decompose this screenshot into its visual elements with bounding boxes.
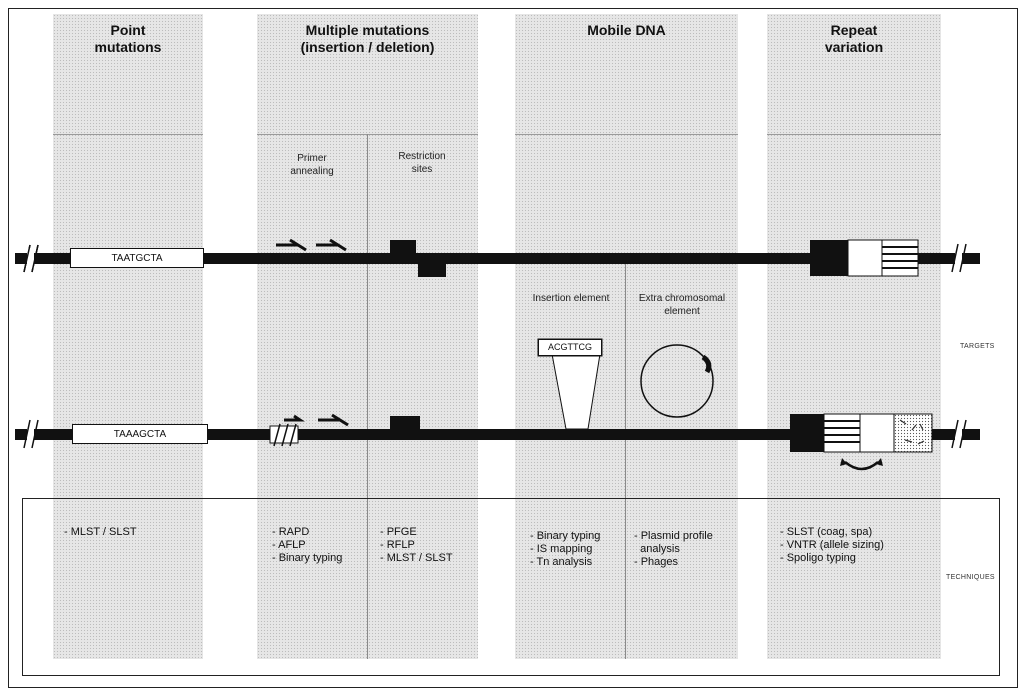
techniques-extrachromosomal: - Plasmid profile analysis - Phages xyxy=(634,530,713,569)
techniques-repeat-variation: - SLST (coag, spa) - VNTR (allele sizing… xyxy=(780,526,884,565)
dna-strand-bottom xyxy=(15,339,980,469)
sequence-bottom: TAAAGCTA xyxy=(72,424,208,444)
sequence-insertion: ACGTTCG xyxy=(538,339,602,356)
techniques-insertion-element: - Binary typing - IS mapping - Tn analys… xyxy=(530,530,600,569)
techniques-restriction-sites: - PFGE - RFLP - MLST / SLST xyxy=(380,526,453,565)
sequence-top: TAATGCTA xyxy=(70,248,204,268)
techniques-primer-annealing: - RAPD - AFLP - Binary typing xyxy=(272,526,342,565)
techniques-point-mutations: - MLST / SLST xyxy=(64,526,137,539)
